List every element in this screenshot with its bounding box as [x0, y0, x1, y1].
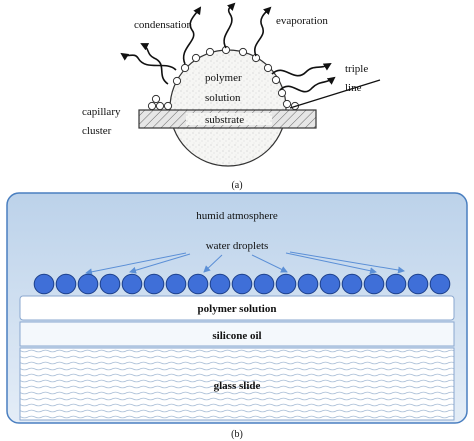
glass-slide	[19, 347, 455, 421]
label-solution: solution	[205, 92, 241, 104]
label-capillary: capillary	[82, 106, 121, 118]
condensation-arrow-1	[182, 6, 202, 65]
panel-b: humid atmosphere water droplets	[6, 192, 468, 440]
label-humid-atmosphere: humid atmosphere	[196, 210, 278, 222]
silicone-oil-layer	[19, 321, 455, 347]
triple-line-pointer	[289, 79, 381, 109]
evaporation-arrow-3	[271, 62, 332, 77]
label-substrate: substrate	[205, 114, 244, 126]
label-condensation: condensation	[134, 19, 193, 31]
vapour-arrows	[120, 2, 336, 93]
condensation-arrow-2	[140, 43, 169, 85]
label-water-droplets: water droplets	[206, 240, 269, 252]
label-glass-slide: glass slide	[214, 380, 261, 392]
evaporation-arrow-4	[279, 76, 336, 93]
water-droplets	[33, 273, 451, 295]
caption-b: (b)	[231, 429, 243, 440]
label-silicone-oil: silicone oil	[212, 330, 261, 342]
caption-a: (a)	[231, 180, 242, 191]
label-evaporation: evaporation	[276, 15, 328, 27]
label-polymer-solution: polymer solution	[198, 303, 277, 315]
label-polymer: polymer	[205, 72, 242, 84]
droplet-pointer-arrows	[85, 251, 405, 276]
panel-a: condensation evaporation triple line pol…	[82, 2, 381, 191]
polymer-solution-layer	[19, 295, 455, 321]
label-triple: triple	[345, 63, 368, 75]
label-line: line	[345, 82, 362, 94]
condensation-arrow-3	[120, 52, 177, 71]
evaporation-arrow-1	[223, 2, 236, 49]
evaporation-arrow-2	[253, 6, 272, 57]
condensed-droplets	[172, 45, 287, 98]
label-cluster: cluster	[82, 125, 112, 137]
capillary-cluster-droplets	[147, 94, 300, 111]
